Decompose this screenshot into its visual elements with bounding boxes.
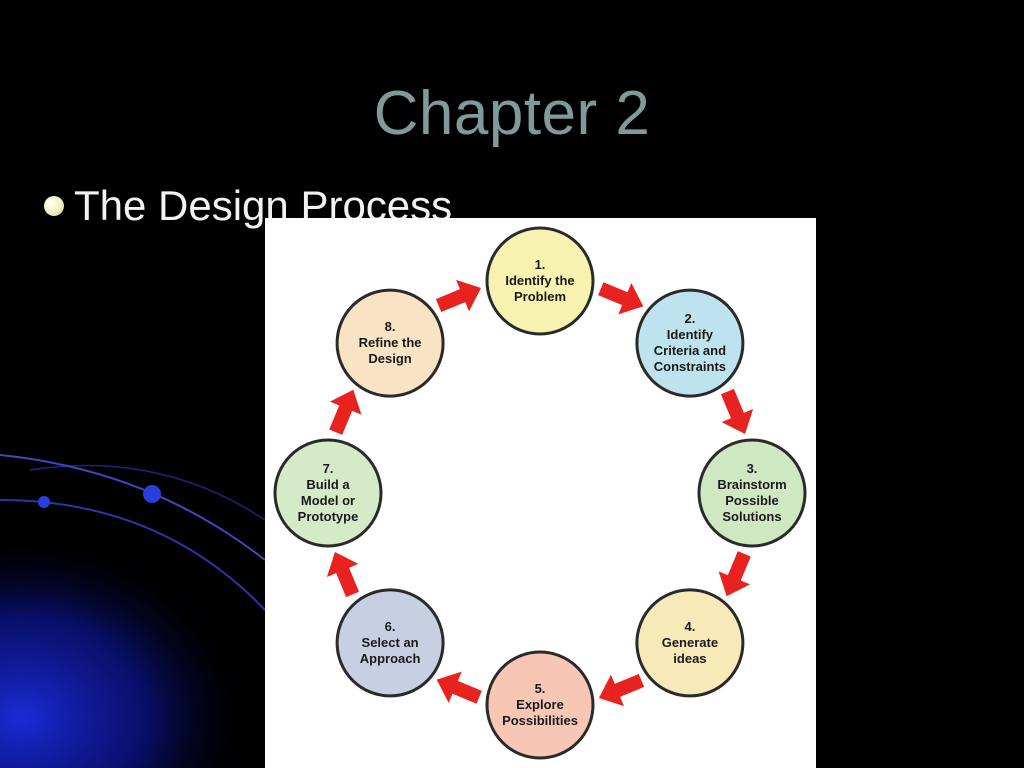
step-label: 3. [747,461,758,476]
step-circle [335,288,445,398]
step-label: Generate [662,635,718,650]
cycle-arrow [436,671,482,704]
step-circle [635,288,745,398]
step-label: 6. [385,619,396,634]
step-label: Solutions [722,509,781,524]
step-label: Problem [514,289,566,304]
bullet-icon [44,196,64,216]
step-label: Brainstorm [717,477,786,492]
step-label: Design [368,351,411,366]
step-label: 1. [535,257,546,272]
step-label: Select an [362,635,419,650]
cycle-arrow [326,551,360,598]
step-circle [335,588,445,698]
step-label: Criteria and [654,343,726,358]
step-label: Model or [301,493,355,508]
step-label: Build a [306,477,350,492]
cycle-arrow [718,551,751,597]
step-circle [273,438,383,548]
slide-title: Chapter 2 [373,79,651,148]
step-label: Prototype [298,509,359,524]
step-label: Possible [725,493,778,508]
cycle-arrow [598,282,644,315]
step-label: 4. [684,619,695,634]
step-label: Refine the [359,335,422,350]
step-label: Explore [516,697,564,712]
step-circle [697,438,807,548]
step-circle [485,226,595,336]
step-label: 5. [535,681,546,696]
cycle-arrow [435,279,482,313]
step-label: 2. [684,311,695,326]
cycle-arrow [598,673,645,707]
step-label: Constraints [654,359,726,374]
step-circle [635,588,745,698]
step-circle [485,650,595,760]
step-label: 8. [385,319,396,334]
cycle-arrow [720,388,754,435]
step-label: Approach [360,651,421,666]
step-label: ideas [673,651,706,666]
cycle-arrow [329,389,362,435]
step-label: Possibilities [502,713,578,728]
step-label: 7. [323,461,334,476]
step-label: Identify the [505,273,574,288]
step-label: Identify [667,327,714,342]
